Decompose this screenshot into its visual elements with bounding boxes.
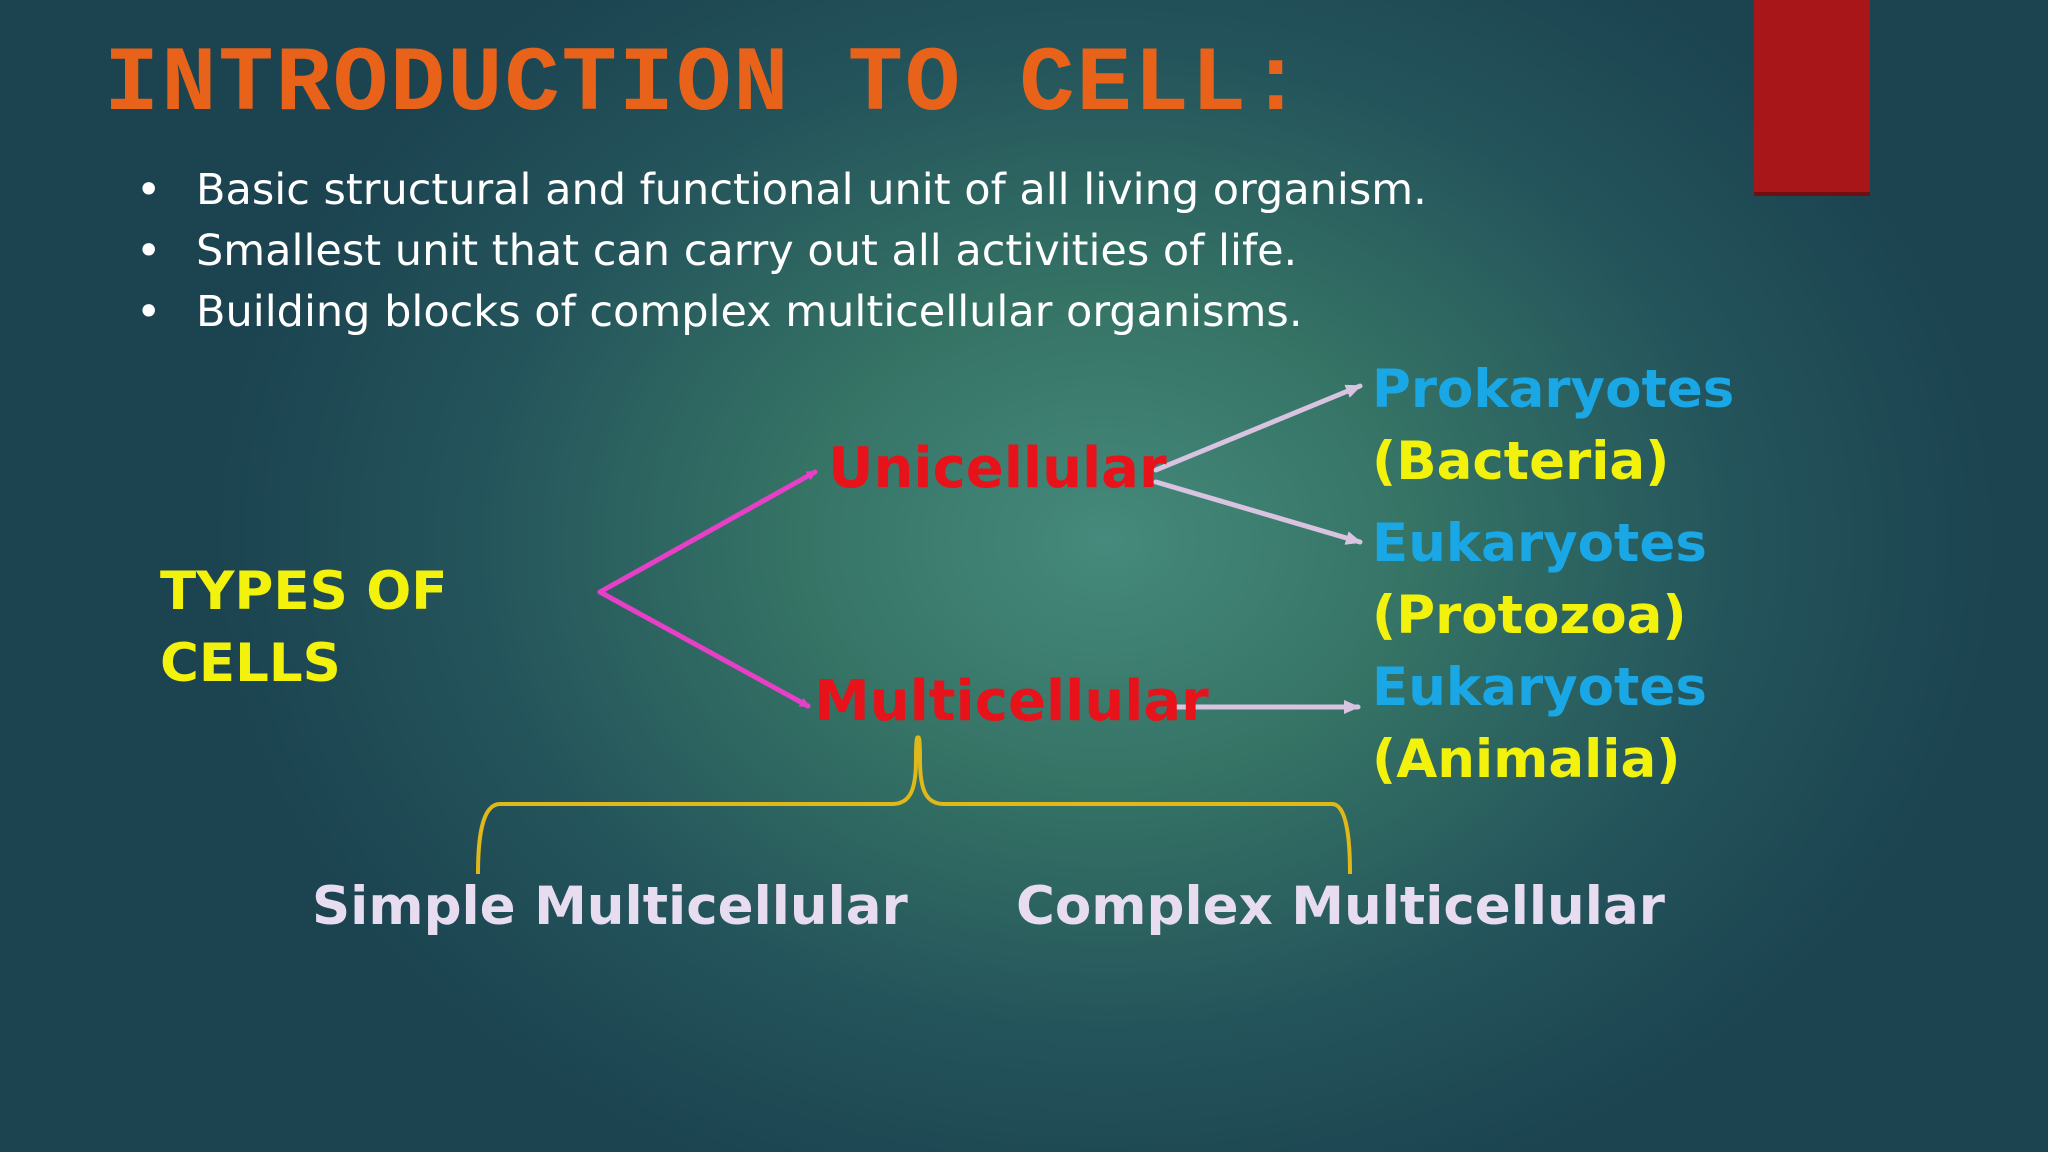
animalia-label: (Animalia) <box>1372 729 1681 790</box>
bullet-marker: • <box>136 287 162 337</box>
simple-multicellular-label: Simple Multicellular <box>312 876 908 937</box>
bullet-text: Smallest unit that can carry out all act… <box>196 226 1298 276</box>
slide-title: INTRODUCTION TO CELL: <box>104 32 1306 137</box>
prokaryotes-node: Prokaryotes (Bacteria) <box>1372 354 1734 498</box>
bullet-item: • Smallest unit that can carry out all a… <box>136 221 1427 282</box>
types-of-cells-line1: TYPES OF <box>160 561 448 622</box>
bullet-marker: • <box>136 165 162 215</box>
red-accent-bar <box>1754 0 1870 196</box>
multicellular-label: Multicellular <box>814 669 1209 734</box>
bullet-text: Building blocks of complex multicellular… <box>196 287 1303 337</box>
bullet-text: Basic structural and functional unit of … <box>196 165 1427 215</box>
eukaryotes-protozoa-node: Eukaryotes (Protozoa) <box>1372 508 1707 652</box>
bullet-list: • Basic structural and functional unit o… <box>136 160 1427 343</box>
pink-branch-arrows <box>597 469 818 709</box>
multicellular-brace <box>476 735 1352 875</box>
arrow-to-eukaryotes-protozoa <box>1153 479 1363 545</box>
lavender-arrows <box>1153 383 1363 714</box>
protozoa-label: (Protozoa) <box>1372 585 1687 646</box>
eukaryotes-label: Eukaryotes <box>1372 513 1707 574</box>
arrow-to-multicellular <box>597 589 811 709</box>
prokaryotes-label: Prokaryotes <box>1372 359 1735 420</box>
types-of-cells-label: TYPES OF CELLS <box>160 556 447 700</box>
bullet-item: • Basic structural and functional unit o… <box>136 160 1427 221</box>
arrow-to-unicellular <box>597 469 818 595</box>
bullet-item: • Building blocks of complex multicellul… <box>136 282 1427 343</box>
bacteria-label: (Bacteria) <box>1372 431 1670 492</box>
eukaryotes-animalia-node: Eukaryotes (Animalia) <box>1372 652 1707 796</box>
complex-multicellular-label: Complex Multicellular <box>1016 876 1665 937</box>
eukaryotes-label: Eukaryotes <box>1372 657 1707 718</box>
bullet-marker: • <box>136 226 162 276</box>
types-of-cells-line2: CELLS <box>160 633 341 694</box>
unicellular-label: Unicellular <box>828 436 1167 501</box>
arrow-to-prokaryotes <box>1153 383 1363 473</box>
